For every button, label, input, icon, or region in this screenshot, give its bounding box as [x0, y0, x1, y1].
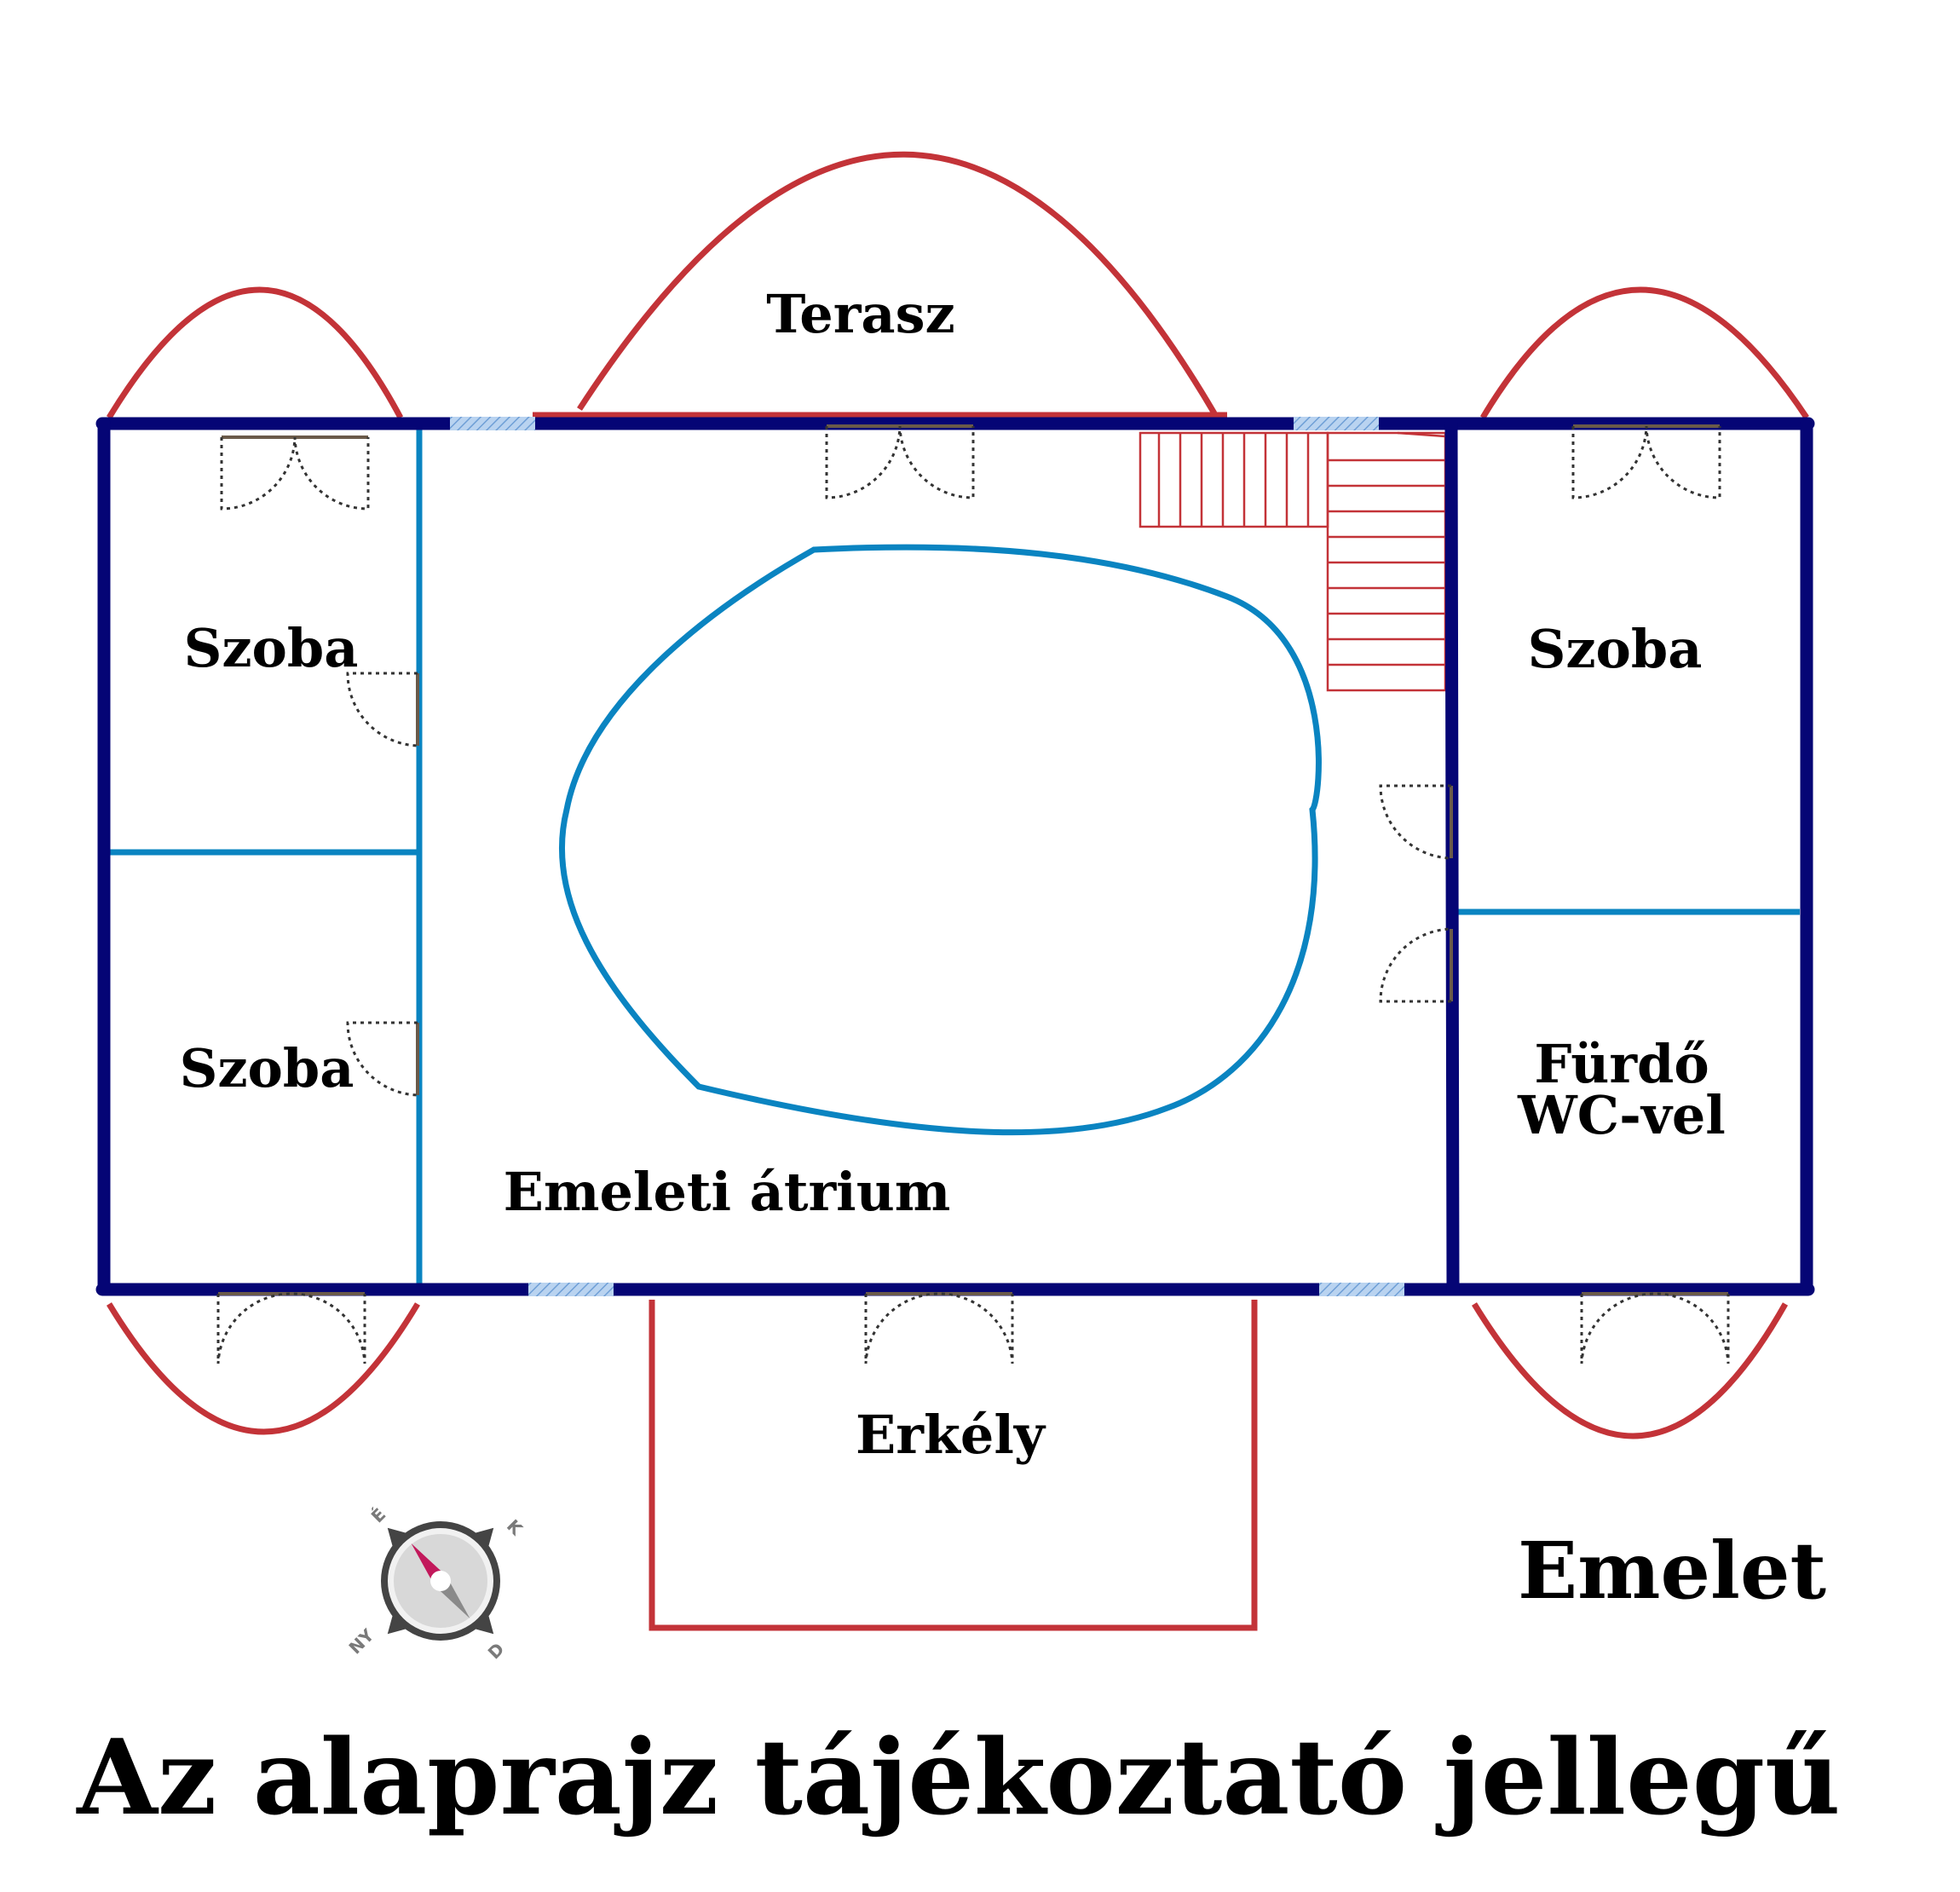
- windows: [450, 417, 1404, 1296]
- inner-walls: [107, 426, 1800, 1287]
- disclaimer-title: Az alaprajz tájékoztató jellegű: [76, 1716, 1840, 1838]
- label-terasz: Terasz: [766, 283, 954, 345]
- label-furdo: Fürdő: [1534, 1033, 1709, 1095]
- compass-east: K: [503, 1515, 527, 1540]
- window: [450, 417, 535, 430]
- compass-south: D: [484, 1639, 509, 1664]
- terrace-outlines: [107, 151, 1809, 1631]
- terrace-top-right: [1479, 286, 1809, 419]
- double-door: [1571, 424, 1721, 499]
- outer-walls: [95, 417, 1815, 1296]
- terrace-bottom-right: [1472, 1302, 1789, 1439]
- double-door: [825, 424, 975, 499]
- window: [1319, 1283, 1404, 1296]
- compass-icon: É K D NY: [345, 1504, 527, 1664]
- label-erkely: Erkély: [856, 1404, 1046, 1466]
- terrace-top-left: [107, 286, 404, 419]
- doors: [216, 424, 1730, 1364]
- atrium-opening: [558, 544, 1322, 1136]
- window: [528, 1283, 614, 1296]
- double-door: [220, 436, 370, 510]
- terrace-top-center: [577, 151, 1218, 415]
- double-door: [864, 1292, 1014, 1364]
- compass-north: É: [367, 1504, 390, 1527]
- single-door: [346, 672, 419, 747]
- label-wc: WC-vel: [1517, 1084, 1726, 1146]
- label-szoba-nw: Szoba: [184, 617, 359, 679]
- window: [1294, 417, 1379, 430]
- balcony-outline: [649, 1300, 1258, 1631]
- terrace-bottom-left: [107, 1302, 421, 1435]
- single-door: [1379, 784, 1453, 860]
- double-door: [1580, 1292, 1730, 1364]
- staircase: [1139, 431, 1447, 692]
- label-szoba-sw: Szoba: [180, 1037, 355, 1099]
- single-door: [1379, 927, 1453, 1003]
- single-door: [346, 1021, 419, 1097]
- compass-west: NY: [345, 1624, 378, 1658]
- label-szoba-ne: Szoba: [1528, 618, 1703, 680]
- floor-label: Emelet: [1518, 1525, 1826, 1617]
- label-atrium: Emeleti átrium: [504, 1161, 951, 1223]
- double-door: [216, 1292, 366, 1364]
